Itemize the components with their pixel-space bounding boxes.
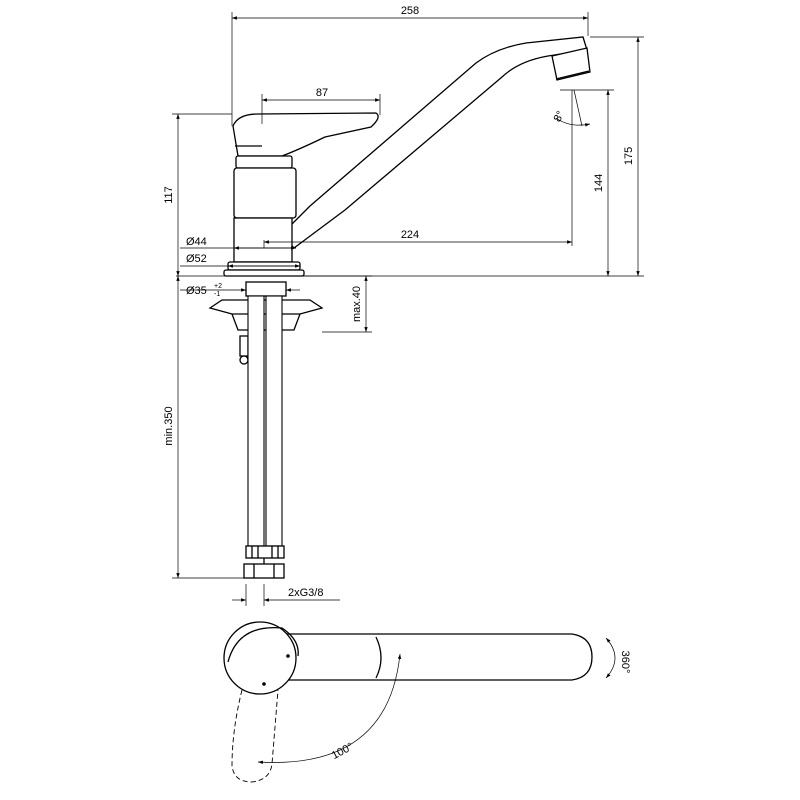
dim-hose-length: min.350 xyxy=(163,406,175,445)
lever-handle xyxy=(232,112,379,157)
dim-outlet-height: 144 xyxy=(593,174,605,192)
supply-hoses xyxy=(243,295,285,579)
dim-body-diameter: Ø44 xyxy=(186,236,207,248)
body-top xyxy=(223,621,297,695)
dim-connection: 2xG3/8 xyxy=(288,587,323,599)
dim-overall-length: 258 xyxy=(401,5,419,17)
hose-right xyxy=(265,295,283,547)
faucet-collar xyxy=(233,217,293,263)
dim-lever-length: 87 xyxy=(316,87,328,99)
dim-spout-reach: 224 xyxy=(401,229,419,241)
dim-spout-rotation: 360° xyxy=(619,651,631,674)
faucet-body xyxy=(233,167,297,219)
dim-spout-height: 175 xyxy=(623,147,635,165)
faucet-side-view xyxy=(223,36,591,277)
mounting-stud xyxy=(245,281,287,297)
hose-nut xyxy=(243,563,285,579)
dim-tilt-angle: 8° xyxy=(552,109,568,124)
dim-deck-thickness: max.40 xyxy=(351,286,363,322)
faucet-top-view xyxy=(223,621,616,783)
rotation-arrow-icon xyxy=(605,637,616,679)
fixing-screw xyxy=(239,335,249,357)
hose-left xyxy=(247,295,265,547)
cartridge-cap xyxy=(235,155,293,169)
aerator xyxy=(551,47,591,81)
dim-hole-tol-plus: +2 xyxy=(214,283,222,290)
dim-hole-tol-minus: -1 xyxy=(214,291,220,298)
spout xyxy=(281,36,588,249)
lever-alt-position xyxy=(231,689,279,783)
dimension-labels: 258 87 117 175 144 224 Ø44 Ø52 Ø35 +2 -1… xyxy=(163,5,635,599)
dim-total-height: 117 xyxy=(163,186,175,204)
lever-top xyxy=(257,633,593,681)
dim-base-diameter: Ø52 xyxy=(186,253,207,265)
dim-hole-diameter: Ø35 xyxy=(186,285,207,297)
dimension-lines xyxy=(172,12,644,606)
